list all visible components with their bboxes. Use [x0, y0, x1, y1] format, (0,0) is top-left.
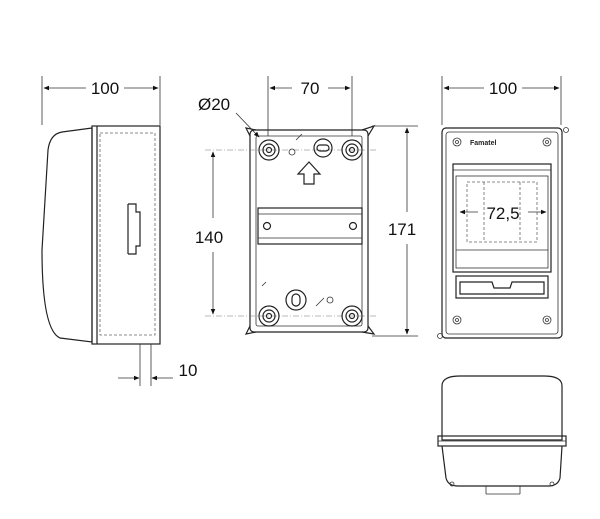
side-lid-outline	[41, 127, 93, 343]
module-width-label: 72,5	[486, 204, 519, 223]
din-rail	[257, 207, 363, 245]
rear-box-outline	[249, 129, 369, 333]
mount-hole-bottom-right	[341, 305, 363, 327]
bottom-knockout	[285, 289, 307, 311]
overall-height-label: 171	[388, 220, 416, 239]
top-view	[437, 375, 567, 495]
hole-diameter-label: Ø20	[198, 95, 230, 114]
mount-hole-bottom-left	[258, 305, 280, 327]
brand-label: Famatel	[470, 140, 497, 147]
overall-height-dimension: 171	[372, 125, 418, 337]
rear-view: 70 Ø20 140	[195, 76, 378, 335]
front-window	[452, 163, 552, 273]
rear-mount-height-label: 140	[195, 228, 223, 247]
front-width-label: 100	[489, 79, 517, 98]
rear-width-label: 70	[301, 79, 320, 98]
mount-hole-top-right	[341, 139, 363, 161]
front-view: 100 Famatel 72,5	[437, 76, 569, 339]
wall-depth-label: 10	[179, 361, 198, 380]
top-knockout	[313, 138, 333, 158]
front-latch	[455, 275, 549, 299]
front-box-outline	[441, 127, 563, 339]
side-body-outline	[91, 125, 161, 345]
mount-hole-top-left	[258, 139, 280, 161]
up-arrow-icon	[296, 161, 322, 185]
side-view: 100 10	[41, 76, 198, 386]
side-width-label: 100	[91, 79, 119, 98]
